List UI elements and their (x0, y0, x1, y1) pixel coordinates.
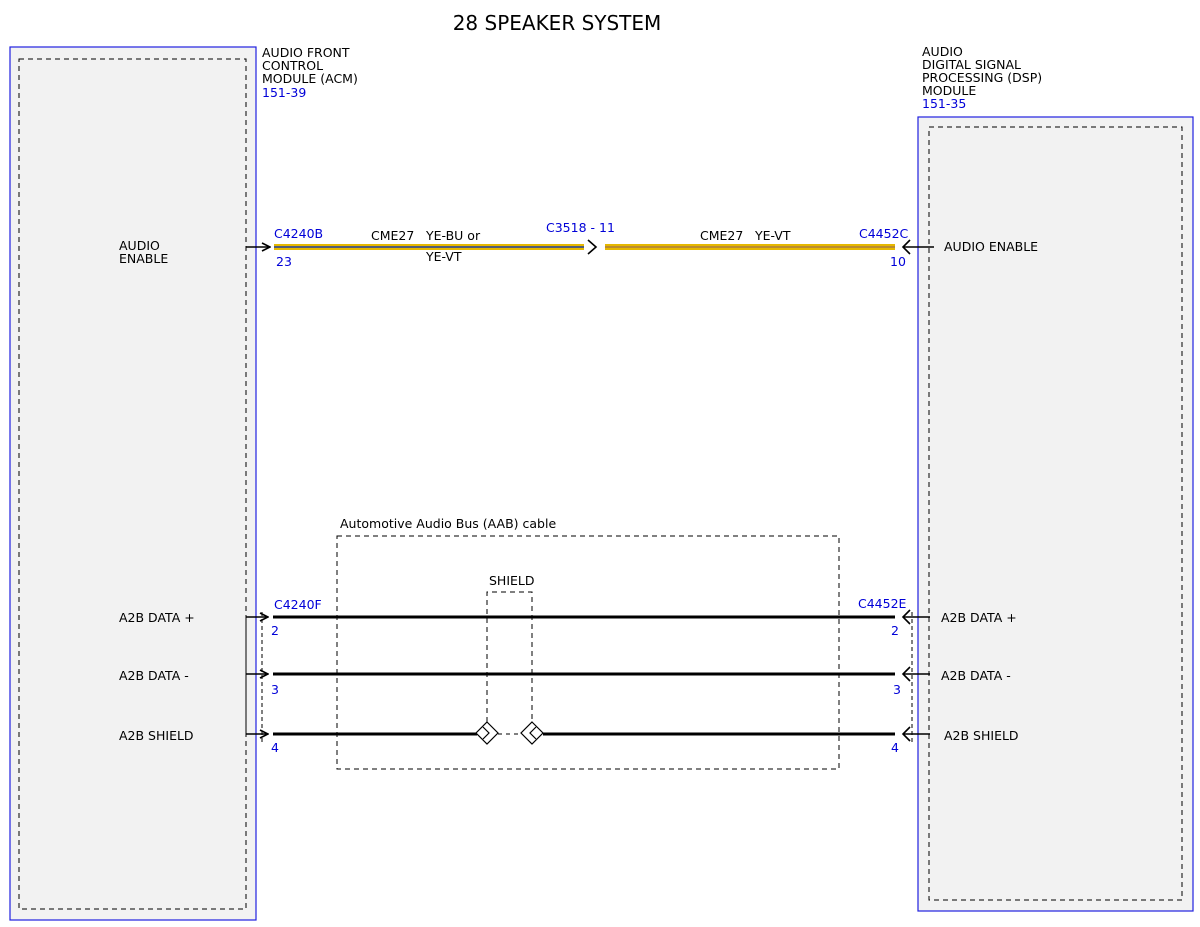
dsp-module-box (917, 116, 1194, 912)
circuit-cme27-right: CME27 (700, 228, 743, 243)
acm-pin-audio-enable-line-1: AUDIO (119, 238, 160, 253)
acm-module-box (9, 46, 257, 921)
dsp-name-line-4: MODULE (922, 83, 976, 98)
shield-termination-right-icon (520, 721, 544, 745)
dsp-module-inner-dashed (928, 126, 1183, 901)
acm-name-line-1: AUDIO FRONT (262, 45, 350, 60)
dsp-name-line-2: DIGITAL SIGNAL (922, 57, 1021, 72)
c4452e-pin-3: 3 (893, 682, 901, 697)
connector-c4240f: C4240F (274, 597, 322, 612)
a2b-bus: Automotive Audio Bus (AAB) cable SHIELD (245, 516, 930, 770)
dsp-pin-a2b-shield: A2B SHIELD (944, 728, 1019, 743)
dsp-pin-a2b-data-minus: A2B DATA - (941, 668, 1011, 683)
acm-name-line-3: MODULE (ACM) (262, 71, 358, 86)
acm-name-line-2: CONTROL (262, 58, 323, 73)
dsp-name-line-3: PROCESSING (DSP) (922, 70, 1042, 85)
circuit-cme27-left: CME27 (371, 228, 414, 243)
acm-module: AUDIO FRONT CONTROL MODULE (ACM) 151-39 … (9, 45, 358, 921)
acm-pin-a2b-data-minus: A2B DATA - (119, 668, 189, 683)
shield-label: SHIELD (489, 573, 535, 588)
connector-c4452c: C4452C (859, 226, 909, 241)
dsp-name-line-1: AUDIO (922, 44, 963, 59)
acm-module-inner-dashed (18, 58, 247, 910)
connector-c3518: C3518 - 11 (546, 220, 615, 235)
connector-c4240b: C4240B (274, 226, 323, 241)
connector-c4452e: C4452E (858, 596, 907, 611)
acm-pin-a2b-data-plus: A2B DATA + (119, 610, 195, 625)
wire-color-right: YE-VT (754, 228, 791, 243)
c4240f-pin-2: 2 (271, 623, 279, 638)
c4240f-pin-3: 3 (271, 682, 279, 697)
dsp-module: AUDIO DIGITAL SIGNAL PROCESSING (DSP) MO… (917, 44, 1194, 912)
shield-outline (486, 591, 533, 722)
c4240f-pin-4: 4 (271, 740, 279, 755)
wire-color-left-line-1: YE-BU or (425, 228, 481, 243)
audio-enable-circuit: C4240B 23 CME27 YE-BU or YE-VT C3518 - 1… (246, 220, 934, 269)
aab-cable-label: Automotive Audio Bus (AAB) cable (340, 516, 556, 531)
shield-termination-left-arrow-icon (482, 726, 490, 740)
dsp-pin-audio-enable: AUDIO ENABLE (944, 239, 1038, 254)
dsp-pin-a2b-data-plus: A2B DATA + (941, 610, 1017, 625)
aab-cable-outline (336, 535, 840, 770)
wire-color-left-line-2: YE-VT (425, 249, 462, 264)
c4452e-pin-4: 4 (891, 740, 899, 755)
connector-c4452c-pin: 10 (890, 254, 906, 269)
acm-pin-audio-enable-line-2: ENABLE (119, 251, 168, 266)
dsp-ref: 151-35 (922, 96, 966, 111)
shield-termination-left-icon (475, 721, 499, 745)
c4452e-pin-2: 2 (891, 623, 899, 638)
diagram-title: 28 SPEAKER SYSTEM (453, 11, 662, 35)
shield-termination-right-arrow-icon (529, 726, 537, 740)
acm-pin-a2b-shield: A2B SHIELD (119, 728, 194, 743)
connector-c4240b-pin: 23 (276, 254, 292, 269)
inline-connector-c3518-icon (587, 239, 598, 255)
acm-ref: 151-39 (262, 85, 306, 100)
